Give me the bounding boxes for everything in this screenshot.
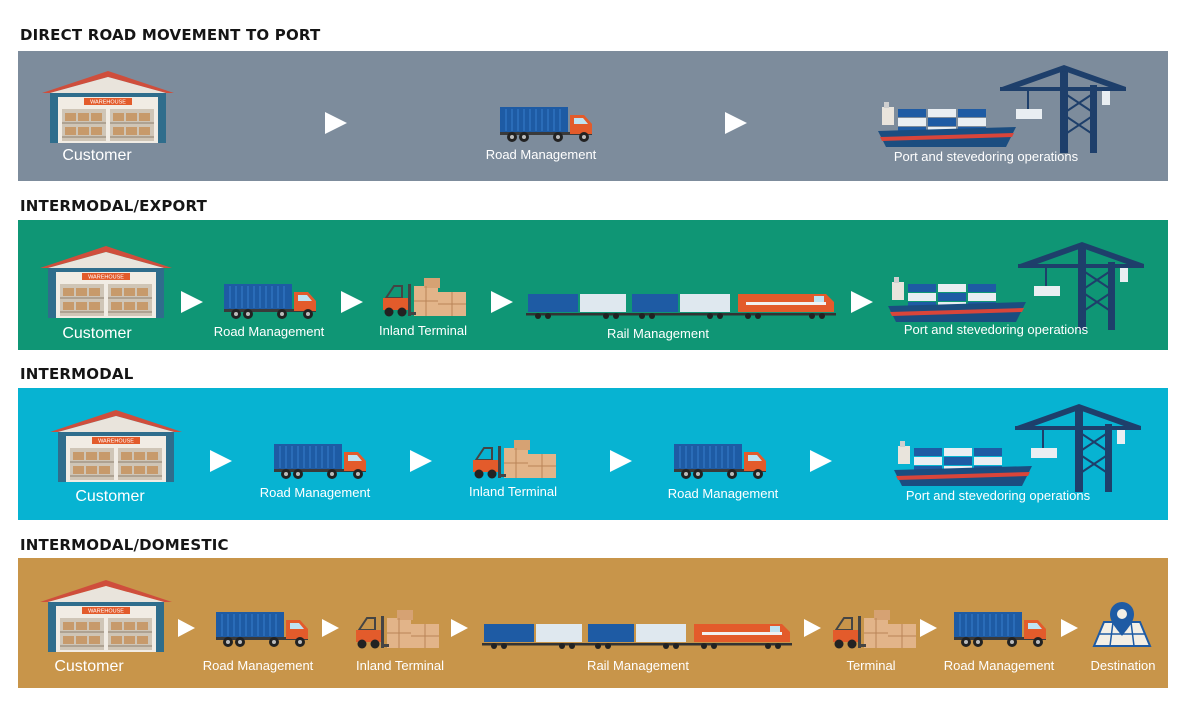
flow-arrow-icon [451, 619, 468, 637]
step-label-road-management: Road Management [943, 658, 1055, 673]
flow-arrow-icon [1061, 619, 1078, 637]
step-label-customer: Customer [62, 325, 132, 342]
step-label-road-management: Road Management [259, 485, 371, 500]
step-label-road-management: Road Management [202, 658, 314, 673]
step-label-inland-terminal: Inland Terminal [469, 484, 557, 499]
container-truck-icon [672, 442, 770, 480]
section-title-direct-road: DIRECT ROAD MOVEMENT TO PORT [20, 26, 321, 44]
forklift-icon [830, 610, 922, 650]
step-label-road-management: Road Management [213, 324, 325, 339]
flow-arrow-icon [610, 450, 632, 472]
freight-train-icon [482, 620, 792, 650]
flow-arrow-icon [410, 450, 432, 472]
container-truck-icon [222, 282, 320, 320]
flow-band-direct-road: Customer Road Management Port and steved… [18, 51, 1168, 181]
warehouse-icon [36, 578, 176, 654]
step-label-port-operations: Port and stevedoring operations [903, 322, 1089, 337]
flow-arrow-icon [181, 291, 203, 313]
freight-train-icon [526, 290, 836, 320]
warehouse-icon [36, 244, 176, 320]
step-label-port-operations: Port and stevedoring operations [893, 149, 1079, 164]
step-label-terminal: Terminal [846, 658, 896, 673]
warehouse-icon [38, 69, 178, 145]
flow-arrow-icon [210, 450, 232, 472]
forklift-icon [353, 610, 445, 650]
step-label-port-operations: Port and stevedoring operations [905, 488, 1091, 503]
step-label-customer: Customer [54, 658, 124, 675]
port-crane-icon [998, 63, 1128, 153]
step-label-rail-management: Rail Management [607, 326, 709, 341]
container-truck-icon [952, 610, 1050, 648]
flow-arrow-icon [178, 619, 195, 637]
step-label-destination: Destination [1090, 658, 1156, 673]
flow-arrow-icon [341, 291, 363, 313]
flow-arrow-icon [325, 112, 347, 134]
step-label-road-management: Road Management [485, 147, 597, 162]
flow-band-intermodal-export: Customer Road Management Inland Terminal… [18, 220, 1168, 350]
container-truck-icon [272, 442, 370, 480]
flow-arrow-icon [920, 619, 937, 637]
flow-arrow-icon [804, 619, 821, 637]
flow-band-intermodal-domestic: Customer Road Management Inland Terminal… [18, 558, 1168, 688]
section-title-intermodal-export: INTERMODAL/EXPORT [20, 197, 208, 215]
flow-arrow-icon [322, 619, 339, 637]
port-crane-icon [1016, 240, 1146, 330]
step-label-rail-management: Rail Management [587, 658, 689, 673]
container-truck-icon [498, 105, 596, 143]
flow-arrow-icon [810, 450, 832, 472]
step-label-inland-terminal: Inland Terminal [356, 658, 444, 673]
forklift-icon [470, 440, 562, 480]
container-ship-icon [886, 276, 1031, 324]
section-title-intermodal: INTERMODAL [20, 365, 134, 383]
map-pin-icon [1090, 600, 1154, 648]
port-crane-icon [1013, 402, 1143, 492]
flow-arrow-icon [491, 291, 513, 313]
step-label-customer: Customer [62, 147, 132, 164]
container-truck-icon [214, 610, 312, 648]
section-title-intermodal-domestic: INTERMODAL/DOMESTIC [20, 536, 229, 554]
flow-band-intermodal: Customer Road Management Inland Terminal… [18, 388, 1168, 520]
warehouse-icon [46, 408, 186, 484]
step-label-customer: Customer [75, 488, 145, 505]
flow-arrow-icon [725, 112, 747, 134]
flow-arrow-icon [851, 291, 873, 313]
forklift-icon [380, 278, 472, 318]
step-label-road-management: Road Management [667, 486, 779, 501]
step-label-inland-terminal: Inland Terminal [379, 323, 467, 338]
